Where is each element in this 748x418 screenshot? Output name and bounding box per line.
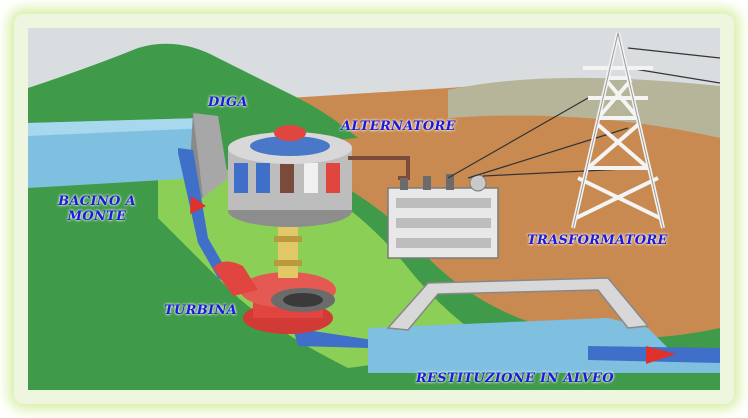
label-bacino-line2: MONTE: [67, 209, 127, 224]
line-wire-2: [467, 127, 629, 179]
alternator-panel-3: [280, 163, 294, 193]
reservoir-surface: [28, 118, 208, 136]
transformer-conservator: [469, 174, 487, 192]
shaft: [278, 223, 298, 278]
label-diga: DIGA: [208, 95, 248, 110]
upper-reservoir-water: [28, 118, 203, 188]
line-wire-1: [447, 97, 589, 179]
turbine-hub: [283, 293, 323, 307]
line-wire-4: [627, 47, 720, 59]
flow-arrow-penstock: [190, 196, 206, 214]
flow-arrow-river: [646, 346, 676, 364]
transformer-bushing-2: [423, 176, 431, 190]
alternator-panel-5: [326, 163, 340, 193]
label-alternatore: ALTERNATORE: [341, 119, 456, 134]
transformer-fin-1: [396, 198, 491, 208]
alternator-panel-2: [256, 163, 270, 193]
shaft-coupling-2: [274, 260, 302, 266]
label-bacino-a-monte: BACINO A MONTE: [52, 194, 142, 224]
transformer-bushing-1: [400, 178, 408, 190]
label-turbina: TURBINA: [164, 303, 237, 318]
label-trasformatore: TRASFORMATORE: [527, 233, 668, 248]
alternator-panel-4: [304, 163, 318, 193]
outflow-pipe: [293, 328, 373, 348]
pylon-outline: [572, 32, 664, 229]
turbine-inlet-spiral: [213, 261, 258, 296]
alternator-cap: [274, 125, 306, 141]
distant-hills: [448, 77, 720, 138]
dam: [193, 113, 228, 198]
hydroelectric-plant-diagram: [28, 28, 720, 390]
alternator-top-ring: [250, 136, 330, 156]
shaft-coupling-1: [274, 236, 302, 242]
transformer-fin-3: [396, 238, 491, 248]
transformer-fin-2: [396, 218, 491, 228]
bridge: [386, 277, 650, 331]
label-bacino-line1: BACINO A: [58, 194, 136, 209]
line-wire-5: [627, 67, 720, 84]
penstock-pipe: [178, 148, 243, 290]
transformer-bushing-3: [446, 174, 454, 190]
label-restituzione-in-alveo: RESTITUZIONE IN ALVEO: [416, 371, 614, 386]
alternator-panel-1: [234, 163, 248, 193]
